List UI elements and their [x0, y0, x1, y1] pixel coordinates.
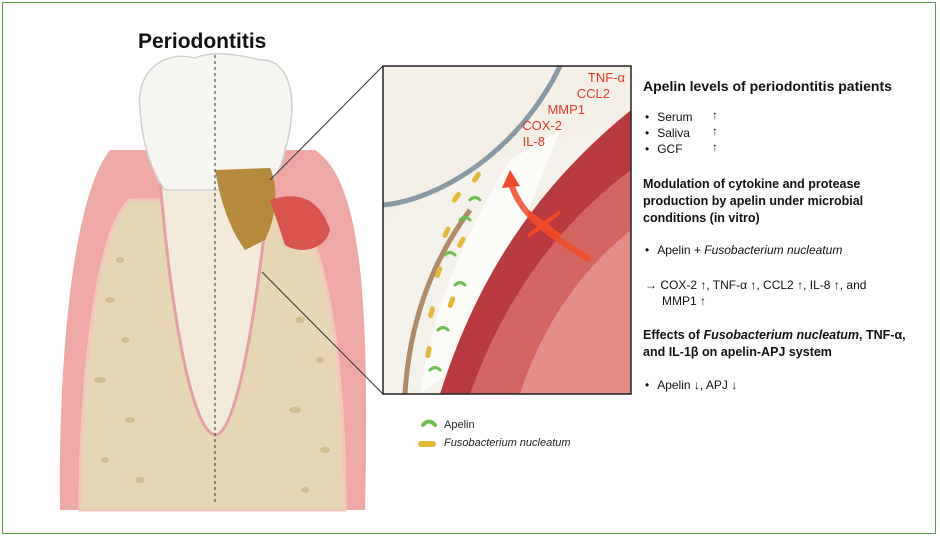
inset-label-il8: IL-8 — [505, 134, 545, 150]
result-line-2: MMP1 ↑ — [662, 294, 706, 308]
inset-label-cox2: COX-2 — [510, 118, 562, 134]
list-item: Apelin ↓, APJ ↓ — [645, 378, 737, 392]
list-item: GCF — [645, 142, 683, 156]
section2-heading-1: Modulation of cytokine and protease — [643, 176, 860, 193]
list-item: Saliva — [645, 126, 690, 140]
up-arrow: ↑ — [712, 108, 718, 122]
list-item: Serum — [645, 110, 693, 124]
section1-heading: Apelin levels of periodontitis patients — [643, 78, 892, 94]
legend-fuso-label: Fusobacterium nucleatum — [444, 437, 571, 449]
result-line-1: → COX-2 ↑, TNF-α ↑, CCL2 ↑, IL-8 ↑, and — [645, 278, 866, 292]
section2-heading-3: conditions (in vitro) — [643, 210, 760, 227]
inset-label-tnf: TNF-α — [555, 70, 625, 86]
page-title: Periodontitis — [138, 30, 266, 54]
inset — [383, 66, 631, 394]
legend-apelin-label: Apelin — [444, 419, 475, 431]
legend-apelin-icon — [423, 422, 435, 426]
section3-heading-1: Effects of Fusobacterium nucleatum, TNF-… — [643, 327, 906, 344]
inset-label-mmp1: MMP1 — [530, 102, 585, 118]
section2-heading-2: production by apelin under microbial — [643, 193, 863, 210]
up-arrow: ↑ — [712, 140, 718, 154]
section3-heading-2: and IL-1β on apelin-APJ system — [643, 344, 832, 361]
up-arrow: ↑ — [712, 124, 718, 138]
legend-fuso-icon — [418, 441, 436, 447]
list-item: Apelin + Fusobacterium nucleatum — [645, 243, 842, 257]
inset-label-ccl2: CCL2 — [555, 86, 610, 102]
